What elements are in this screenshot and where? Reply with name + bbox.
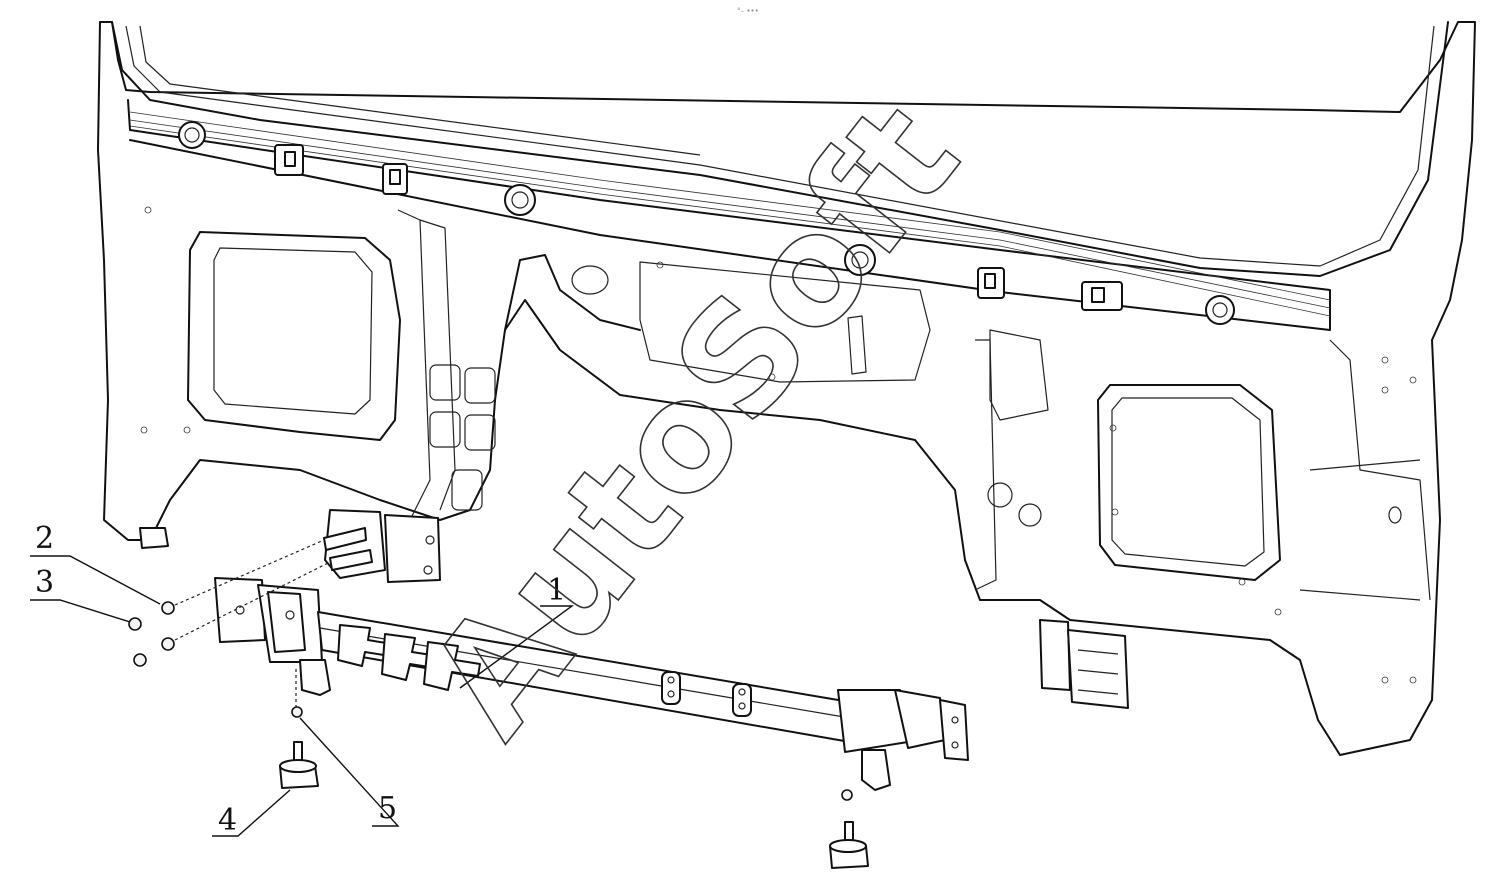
grommet-group — [178, 121, 1235, 325]
svg-text:5: 5 — [378, 791, 397, 826]
nut-group — [128, 601, 853, 801]
rubber-mount — [279, 741, 319, 789]
rubber-mount-right — [829, 821, 869, 869]
callout-1: 1 — [459, 573, 575, 689]
svg-text:1: 1 — [547, 573, 566, 608]
assembly-dashed-lines — [174, 539, 331, 708]
pillar-holes — [429, 364, 496, 511]
seal-clip-group — [274, 144, 1123, 311]
callout-5: 5 — [299, 717, 400, 827]
rear-panel — [97, 21, 1476, 756]
crossmember-bracket — [214, 577, 969, 791]
svg-text:4: 4 — [218, 803, 237, 838]
bolt-group — [323, 527, 373, 571]
svg-text:2: 2 — [35, 521, 54, 556]
svg-text:3: 3 — [35, 565, 54, 600]
callout-4: 4 — [212, 789, 291, 838]
callout-3: 3 — [30, 565, 131, 623]
top-mark: °₋ ••• — [737, 7, 759, 15]
callout-2: 2 — [30, 521, 161, 605]
mounting-holes — [140, 206, 1417, 684]
